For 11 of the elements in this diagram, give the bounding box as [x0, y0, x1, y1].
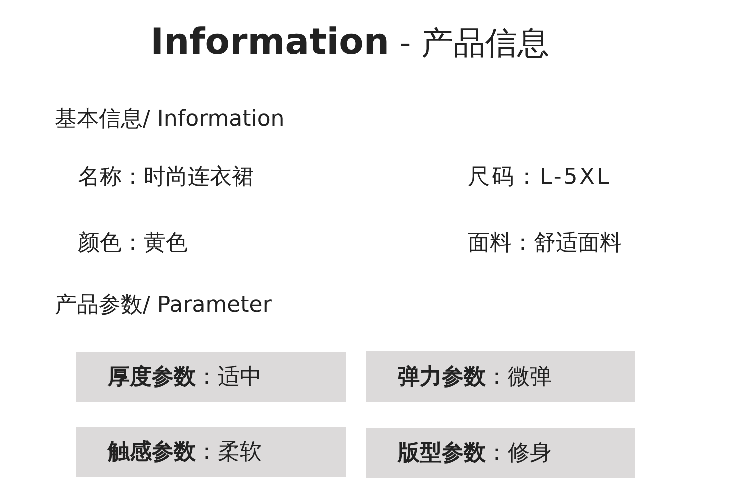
spec-text: 名称：时尚连衣裙 [78, 164, 254, 192]
title: Information - 产品信息 [150, 22, 550, 65]
parameter-box: 弹力参数：微弹 [366, 351, 635, 402]
parameter-box: 触感参数：柔软 [76, 427, 346, 477]
parameter-box: 厚度参数：适中 [76, 352, 346, 402]
spec-text: 面料：舒适面料 [468, 230, 622, 258]
spec-text: 尺码：L-5XL [468, 164, 612, 192]
section-heading: 基本信息/ Information [55, 106, 285, 134]
section-heading: 产品参数/ Parameter [55, 292, 272, 320]
spec-text: 颜色：黄色 [78, 230, 188, 258]
parameter-box: 版型参数：修身 [366, 428, 635, 478]
